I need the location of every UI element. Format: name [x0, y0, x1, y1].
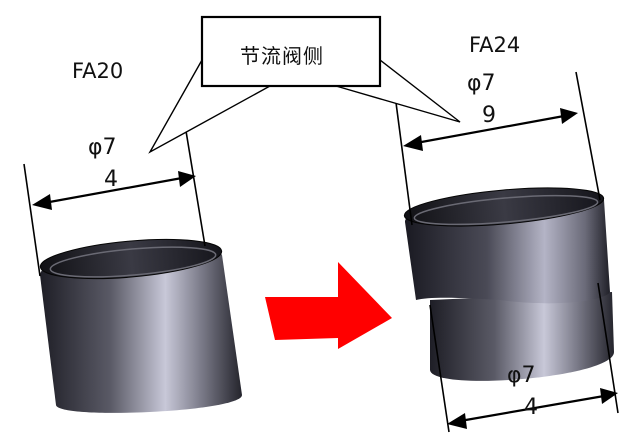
dimension-arrowhead: [447, 413, 467, 429]
dimension-arrowhead: [600, 388, 618, 404]
model-label-fa24: FA24: [469, 33, 521, 57]
callout-text: 节流阀侧: [240, 44, 324, 68]
right-top-dimension: [394, 71, 601, 226]
dimension-right-bottom-value: 4: [524, 395, 538, 420]
right-arrow-icon: [265, 262, 392, 349]
dimension-arrowhead: [560, 108, 578, 124]
callout-box: [200, 15, 382, 88]
dimension-right-top-value: 9: [482, 103, 496, 128]
left-pipe: [39, 238, 242, 413]
dimension-arrowhead: [178, 171, 196, 187]
right-bottom-dimension: [429, 282, 619, 433]
model-label-fa20: FA20: [72, 59, 124, 83]
dimension-right-top-symbol: φ7: [467, 71, 496, 96]
left-dimension: [23, 130, 206, 277]
dimension-right-bottom-symbol: φ7: [507, 363, 536, 388]
right-pipe: [403, 187, 614, 381]
callout: [148, 15, 461, 154]
dimension-arrowhead: [32, 194, 52, 210]
dimension-left-value: 4: [104, 167, 118, 192]
dimension-left-symbol: φ7: [88, 135, 117, 160]
dimension-arrowhead: [403, 135, 423, 151]
